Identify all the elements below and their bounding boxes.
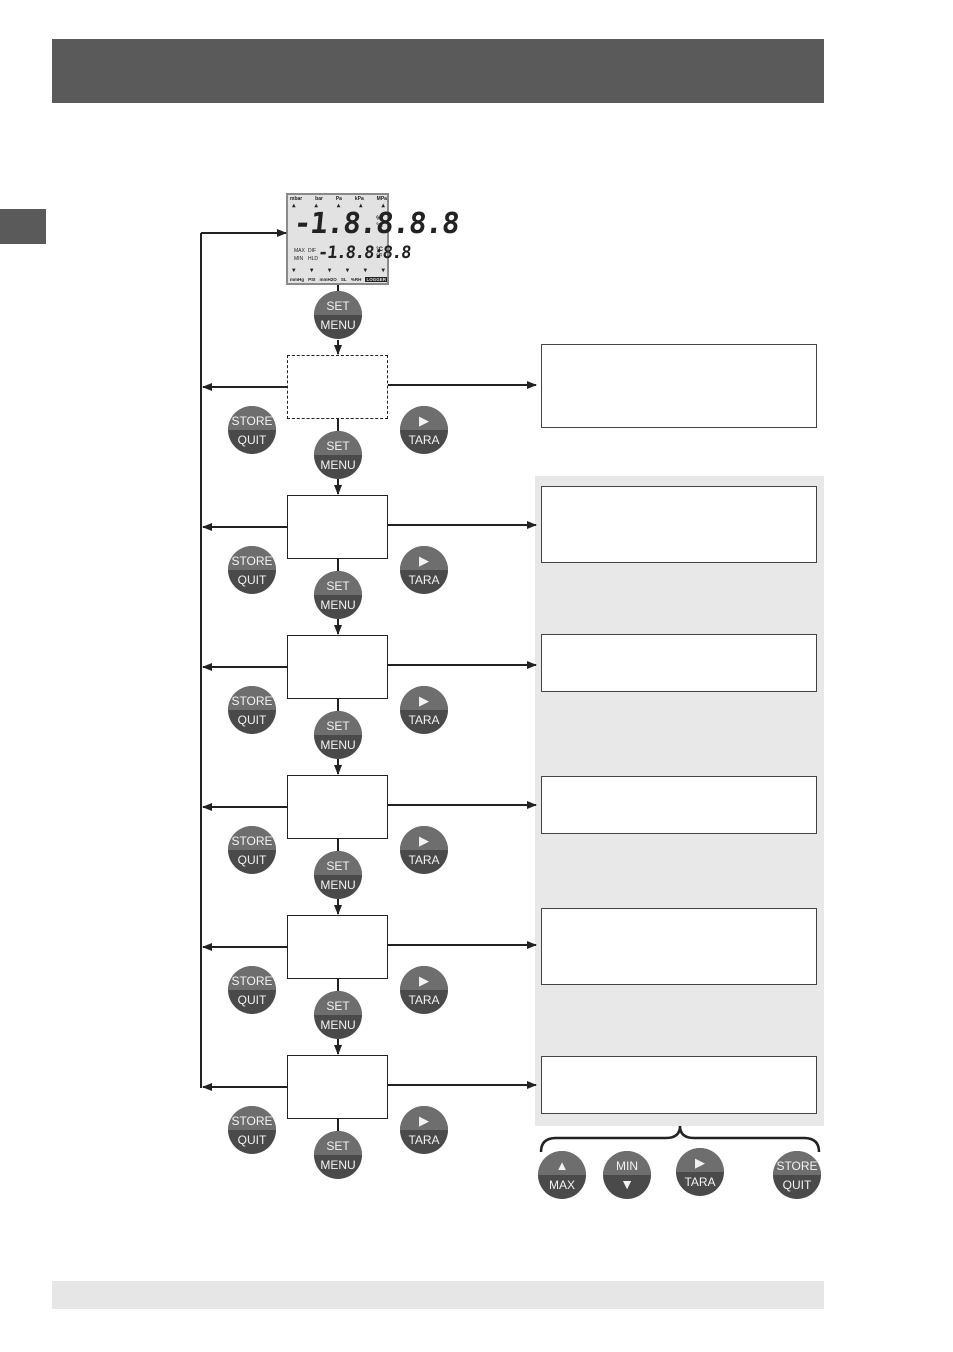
description-box (541, 908, 817, 985)
button-label-bottom: TARA (684, 1175, 715, 1189)
description-box (541, 344, 817, 428)
button-label-top: SET (326, 999, 350, 1013)
button-label-bottom: TARA (408, 713, 439, 727)
button-label-bottom: MENU (320, 1158, 355, 1172)
store-quit-button[interactable]: STORE QUIT (773, 1151, 821, 1199)
footer-bar (52, 1281, 824, 1309)
button-label-bottom: TARA (408, 573, 439, 587)
lcd-flags-right: DIF HLD (308, 248, 319, 262)
menu-step-box (287, 635, 388, 699)
menu-step-box (287, 355, 388, 419)
description-box (541, 486, 817, 563)
button-label-top: SET (326, 859, 350, 873)
lcd-down-markers: ▼▼▼▼▼▼ (292, 267, 385, 274)
button-label-bottom: TARA (408, 1133, 439, 1147)
button-label-top: ▶ (419, 973, 429, 988)
store-quit-button[interactable]: STORE QUIT (228, 966, 276, 1014)
button-label-bottom: MENU (320, 458, 355, 472)
button-label-top: ▶ (419, 1113, 429, 1128)
button-label-bottom: ▼ (620, 1176, 634, 1192)
store-quit-button[interactable]: STORE QUIT (228, 546, 276, 594)
side-tab (0, 209, 46, 244)
button-label-top: ▶ (695, 1155, 705, 1170)
button-label-top: STORE (231, 414, 272, 428)
description-box (541, 1056, 817, 1114)
tara-button[interactable]: ▶ TARA (400, 546, 448, 594)
button-label-bottom: MENU (320, 878, 355, 892)
menu-step-box (287, 915, 388, 979)
set-menu-button[interactable]: SET MENU (314, 711, 362, 759)
tara-button[interactable]: ▶ TARA (400, 1106, 448, 1154)
lcd-main-units: % °C (376, 216, 383, 229)
button-label-bottom: MAX (549, 1178, 575, 1192)
lcd-display: mbar bar Pa kPa MPa ▲▲▲▲▲ -1.8.8.8.8 % °… (286, 193, 460, 285)
button-label-top: ▶ (419, 833, 429, 848)
button-label-bottom: QUIT (238, 993, 267, 1007)
button-label-bottom: MENU (320, 1018, 355, 1032)
button-label-bottom: QUIT (238, 573, 267, 587)
button-label-top: SET (326, 439, 350, 453)
set-menu-button[interactable]: SET MENU (314, 291, 362, 339)
button-label-top: SET (326, 719, 350, 733)
button-label-top: ▶ (419, 413, 429, 428)
max-button[interactable]: ▲ MAX (538, 1151, 586, 1199)
store-quit-button[interactable]: STORE QUIT (228, 1106, 276, 1154)
lcd-units-bottom: mmHg PSI mmH2O SL %RH LOGGER (290, 277, 387, 282)
button-label-top: STORE (776, 1159, 817, 1173)
set-menu-button[interactable]: SET MENU (314, 991, 362, 1039)
button-label-bottom: TARA (408, 433, 439, 447)
lcd-units-top: mbar bar Pa kPa MPa (290, 196, 387, 202)
button-label-top: STORE (231, 1114, 272, 1128)
button-label-bottom: QUIT (238, 713, 267, 727)
set-menu-button[interactable]: SET MENU (314, 1131, 362, 1179)
tara-button[interactable]: ▶ TARA (400, 406, 448, 454)
button-label-top: STORE (231, 834, 272, 848)
button-label-bottom: MENU (320, 598, 355, 612)
button-label-top: ▲ (556, 1158, 569, 1173)
button-label-top: ▶ (419, 693, 429, 708)
description-box (541, 634, 817, 692)
button-label-top: SET (326, 1139, 350, 1153)
lcd-up-markers: ▲▲▲▲▲ (292, 202, 385, 209)
description-box (541, 776, 817, 834)
button-label-top: SET (326, 579, 350, 593)
button-label-top: STORE (231, 554, 272, 568)
set-menu-button[interactable]: SET MENU (314, 571, 362, 619)
menu-step-box (287, 495, 388, 559)
button-label-top: ▶ (419, 553, 429, 568)
button-label-top: MIN (616, 1159, 638, 1173)
button-label-bottom: QUIT (238, 433, 267, 447)
button-label-bottom: TARA (408, 853, 439, 867)
button-label-top: STORE (231, 974, 272, 988)
lcd-sub-units: °C °F (376, 247, 383, 260)
tara-button[interactable]: ▶ TARA (400, 966, 448, 1014)
store-quit-button[interactable]: STORE QUIT (228, 406, 276, 454)
tara-button[interactable]: ▶ TARA (400, 826, 448, 874)
menu-step-box (287, 1055, 388, 1119)
button-label-top: SET (326, 299, 350, 313)
button-label-bottom: TARA (408, 993, 439, 1007)
set-menu-button[interactable]: SET MENU (314, 431, 362, 479)
store-quit-button[interactable]: STORE QUIT (228, 826, 276, 874)
set-menu-button[interactable]: SET MENU (314, 851, 362, 899)
lcd-flags-left: MAX MIN (294, 248, 305, 262)
tara-button[interactable]: ▶ TARA (676, 1148, 724, 1196)
button-label-bottom: QUIT (783, 1178, 812, 1192)
button-label-bottom: QUIT (238, 1133, 267, 1147)
store-quit-button[interactable]: STORE QUIT (228, 686, 276, 734)
button-label-top: STORE (231, 694, 272, 708)
button-label-bottom: MENU (320, 738, 355, 752)
button-label-bottom: MENU (320, 318, 355, 332)
min-button[interactable]: MIN ▼ (603, 1151, 651, 1199)
brace (539, 1125, 821, 1153)
tara-button[interactable]: ▶ TARA (400, 686, 448, 734)
menu-step-box (287, 775, 388, 839)
button-label-bottom: QUIT (238, 853, 267, 867)
header-bar (52, 39, 824, 103)
